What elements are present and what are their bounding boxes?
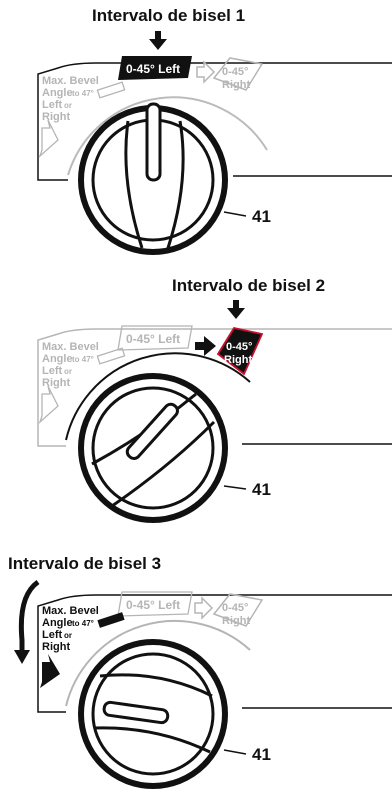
- svg-text:0-45°: 0-45°: [222, 66, 248, 78]
- svg-text:Left: Left: [42, 365, 63, 377]
- bevel-knob: [78, 102, 228, 255]
- svg-text:Angle: Angle: [42, 353, 73, 365]
- chevron-right-icon: [194, 596, 214, 620]
- part-leader-line: [223, 749, 247, 755]
- scale-arc: [65, 352, 251, 441]
- svg-text:or: or: [64, 101, 72, 110]
- svg-text:Angle: Angle: [42, 87, 73, 99]
- chevron-right-icon: [196, 60, 216, 84]
- max-bevel-zone-label: Max. Bevel Angle to 47° Left or Right: [38, 75, 126, 159]
- chevron-right-icon: [195, 336, 216, 356]
- svg-text:0-45° Left: 0-45° Left: [126, 332, 180, 346]
- svg-text:to 47°: to 47°: [72, 355, 94, 364]
- max-bevel-arrow-icon: [40, 654, 60, 688]
- housing-outline: [37, 62, 392, 181]
- bevel-range-1-diagram: 0-45° Left 0-45° Right Max. Bevel Angle …: [37, 31, 392, 255]
- curved-pointer-arrow-icon: [14, 579, 40, 664]
- right-zone-label: 0-45° Right: [212, 593, 264, 627]
- svg-text:or: or: [64, 631, 72, 640]
- svg-text:0-45° Left: 0-45° Left: [126, 62, 180, 76]
- bevel-range-2-title: Intervalo de bisel 2: [172, 276, 326, 295]
- part-number: 41: [252, 207, 271, 226]
- svg-text:Left: Left: [42, 629, 63, 641]
- scale-arc: [67, 96, 268, 176]
- svg-text:to 47°: to 47°: [72, 89, 94, 98]
- bevel-range-3-title: Intervalo de bisel 3: [8, 554, 162, 573]
- bevel-range-2-diagram: 0-45° Left 0-45° Right Max. Bevel Angle …: [37, 300, 392, 523]
- part-leader-line: [223, 485, 247, 490]
- svg-text:Left: Left: [42, 99, 63, 111]
- bevel-range-1-panel: Intervalo de bisel 1 0-45° Left 0-45° Ri…: [0, 0, 392, 262]
- svg-text:Right: Right: [222, 615, 250, 627]
- part-number: 41: [252, 480, 271, 499]
- bevel-range-1-title: Intervalo de bisel 1: [92, 6, 246, 25]
- pointer-arrow-icon: [227, 300, 245, 319]
- left-zone-label: 0-45° Left: [118, 56, 192, 80]
- housing-outline: [37, 594, 392, 713]
- pointer-arrow-icon: [149, 31, 167, 50]
- svg-text:Right: Right: [42, 111, 70, 123]
- max-bevel-arrow-icon: [38, 385, 59, 425]
- svg-text:Max. Bevel: Max. Bevel: [42, 75, 99, 87]
- svg-text:Right: Right: [42, 641, 70, 653]
- bevel-range-3-diagram: 0-45° Left 0-45° Right Max. Bevel Angle …: [14, 579, 392, 789]
- scale-arc: [65, 619, 251, 707]
- bevel-knob: [78, 373, 228, 523]
- svg-text:Right: Right: [222, 79, 250, 91]
- part-leader-line: [223, 211, 247, 217]
- max-bevel-zone-label: Max. Bevel Angle to 47° Left or Right: [40, 605, 125, 688]
- bevel-range-2-panel: Intervalo de bisel 2 0-45° Left 0-45° Ri…: [0, 262, 392, 530]
- part-number: 41: [252, 745, 271, 764]
- housing-outline: [37, 328, 392, 447]
- svg-text:0-45°: 0-45°: [226, 341, 252, 353]
- svg-text:Max. Bevel: Max. Bevel: [42, 605, 99, 617]
- svg-text:Right: Right: [42, 377, 70, 389]
- right-zone-label: 0-45° Right: [212, 57, 264, 91]
- svg-text:to 47°: to 47°: [72, 619, 94, 628]
- max-bevel-zone-label: Max. Bevel Angle to 47° Left or Right: [38, 341, 126, 425]
- svg-text:Right: Right: [224, 354, 252, 366]
- bevel-knob: [78, 639, 228, 789]
- svg-text:or: or: [64, 367, 72, 376]
- svg-text:Angle: Angle: [42, 617, 73, 629]
- max-bevel-arrow-icon: [38, 119, 59, 159]
- left-zone-label: 0-45° Left: [117, 325, 193, 351]
- right-zone-label: 0-45° Right: [216, 326, 264, 376]
- svg-text:0-45°: 0-45°: [222, 602, 248, 614]
- left-zone-label: 0-45° Left: [117, 591, 193, 617]
- bevel-range-3-panel: Intervalo de bisel 3 0-45° Left 0-45° Ri…: [0, 530, 392, 798]
- svg-text:0-45° Left: 0-45° Left: [126, 598, 180, 612]
- svg-text:Max. Bevel: Max. Bevel: [42, 341, 99, 353]
